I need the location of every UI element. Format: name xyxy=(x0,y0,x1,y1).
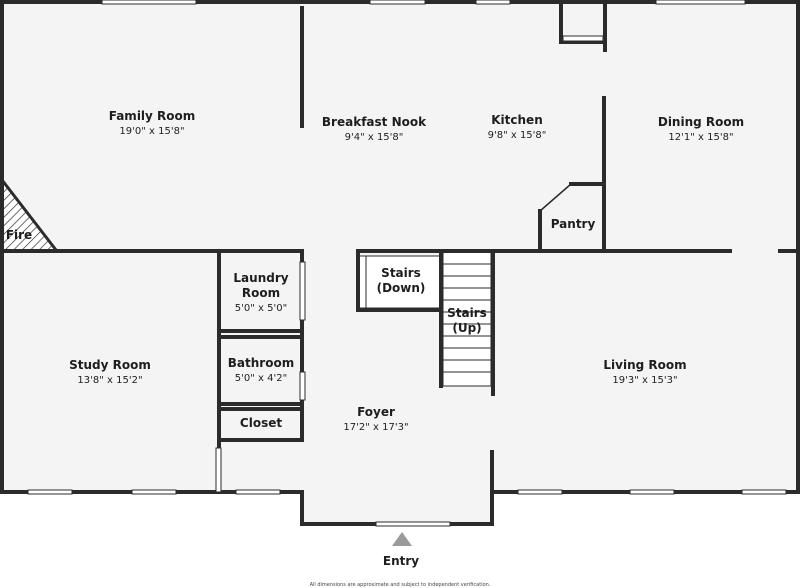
stairs-down-name-line2: (Down) xyxy=(377,281,426,295)
living-room-name: Living Room xyxy=(603,358,686,372)
breakfast-nook-name: Breakfast Nook xyxy=(322,115,427,129)
kitchen-name: Kitchen xyxy=(491,113,543,127)
dining-room-dims: 12'1" x 15'8" xyxy=(668,132,733,143)
disclaimer-note: All dimensions are approximate and subje… xyxy=(310,582,491,588)
stairs-up-treads xyxy=(442,251,492,387)
entry-label: Entry xyxy=(383,554,419,568)
pantry-door xyxy=(539,183,572,212)
stairs-up-name-line1: Stairs xyxy=(447,306,487,320)
pantry-name: Pantry xyxy=(551,217,596,231)
laundry-room-name-line2: Room xyxy=(242,286,280,300)
breakfast-nook-dims: 9'4" x 15'8" xyxy=(345,132,404,143)
foyer-dims: 17'2" x 17'3" xyxy=(343,422,408,433)
living-room-dims: 19'3" x 15'3" xyxy=(612,375,677,386)
kitchen-dims: 9'8" x 15'8" xyxy=(488,130,547,141)
walls xyxy=(0,0,800,526)
stairs-up-name-line2: (Up) xyxy=(452,321,481,335)
family-room-dims: 19'0" x 15'8" xyxy=(119,126,184,137)
fireplace-edge xyxy=(0,179,58,251)
family-room-name: Family Room xyxy=(109,109,196,123)
foyer-name: Foyer xyxy=(357,405,395,419)
closet-name: Closet xyxy=(240,416,282,430)
study-room-dims: 13'8" x 15'2" xyxy=(77,375,142,386)
stairs-down-name-line1: Stairs xyxy=(381,266,421,280)
study-room-name: Study Room xyxy=(69,358,151,372)
entry-arrow-icon xyxy=(392,532,412,546)
bathroom-dims: 5'0" x 4'2" xyxy=(235,373,287,384)
bathroom-name: Bathroom xyxy=(228,356,294,370)
laundry-room-dims: 5'0" x 5'0" xyxy=(235,303,287,314)
laundry-room-name-line1: Laundry xyxy=(233,271,288,285)
dining-room-name: Dining Room xyxy=(658,115,744,129)
windows xyxy=(27,0,787,527)
fire-name: Fire xyxy=(6,228,32,242)
